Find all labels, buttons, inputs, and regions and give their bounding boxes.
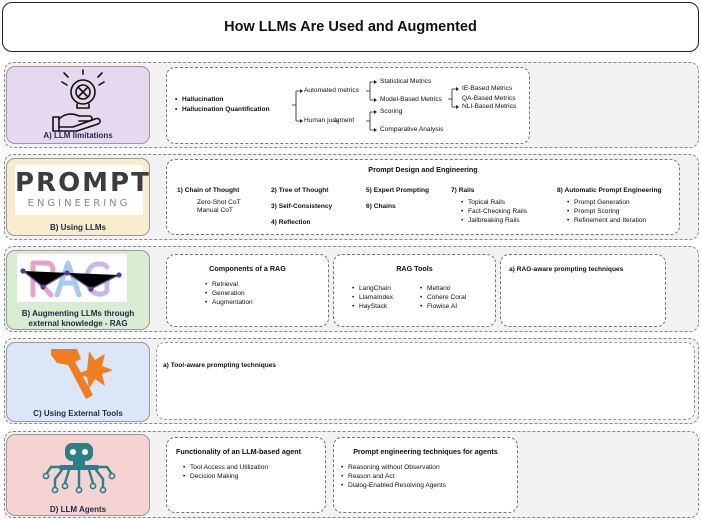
tool-meltano: Meltano bbox=[420, 285, 451, 293]
reflection: 4) Reflection bbox=[271, 219, 311, 226]
agent-func-tool-access: Tool Access and Utilization bbox=[183, 464, 268, 472]
model-based-metrics: Model-Based Metrics bbox=[380, 96, 442, 103]
box-prompt-design: Prompt Design and Engineering 1) Chain o… bbox=[166, 159, 680, 235]
rails-jailbreaking: Jailbreaking Rails bbox=[461, 217, 520, 225]
rails-topical: Topical Rails bbox=[461, 199, 505, 207]
agent-func-decision: Decision Making bbox=[183, 473, 238, 481]
card-label-rag-line2: external knowledge - RAG bbox=[28, 319, 128, 328]
chains: 6) Chains bbox=[366, 203, 396, 210]
auto-refinement: Refinement and Iteration bbox=[567, 217, 646, 225]
prompt-design-header: Prompt Design and Engineering bbox=[368, 165, 478, 174]
agent-tech-title: Prompt engineering techniques for agents bbox=[353, 447, 498, 456]
expert-prompting: 5) Expert Prompting bbox=[366, 187, 430, 194]
cot-manual: Manual CoT bbox=[197, 207, 233, 214]
cot-zero-shot: Zero-Shot CoT bbox=[197, 199, 241, 206]
agent-tech-react: Reason and Act bbox=[341, 473, 394, 481]
card-label-engineering: B) Using LLMs bbox=[50, 223, 106, 232]
box-agent-techniques: Prompt engineering techniques for agents… bbox=[333, 437, 518, 513]
tool-llamaindex: LlamaIndex bbox=[352, 294, 393, 302]
card-engineering: PROMPT ENGINEERING B) Using LLMs bbox=[6, 158, 150, 236]
rails: 7) Rails bbox=[451, 187, 475, 194]
box-rag-prompting: a) RAG-aware prompting techniques bbox=[500, 254, 666, 327]
rag-prompting-label: a) RAG-aware prompting techniques bbox=[509, 266, 624, 273]
rag-tools-title: RAG Tools bbox=[396, 264, 433, 273]
item-hallucination-quantification: Hallucination Quantification bbox=[175, 106, 270, 114]
tool-langchain: LangChain bbox=[352, 285, 391, 293]
tot: 2) Tree of Thought bbox=[271, 187, 329, 194]
human-judgment: Human judgment bbox=[304, 117, 355, 124]
page-title: How LLMs Are Used and Augmented bbox=[2, 2, 699, 52]
auto-generation: Prompt Generation bbox=[567, 199, 630, 207]
box-agent-functionality: Functionality of an LLM-based agent Tool… bbox=[166, 437, 326, 513]
card-limitations: A) LLM limitations bbox=[6, 66, 150, 144]
tool-flowise-ai: Flowise AI bbox=[420, 303, 457, 311]
statistical-metrics: Statistical Metrics bbox=[380, 78, 432, 85]
tree-connectors bbox=[292, 80, 459, 132]
card-tools: C) Using External Tools bbox=[6, 342, 150, 422]
tool-prompting-label: a) Tool-aware prompting techniques bbox=[163, 362, 277, 369]
rag-icon bbox=[17, 254, 127, 302]
comparative-analysis: Comparative Analysis bbox=[380, 126, 444, 133]
automated-metrics: Automated metrics bbox=[304, 87, 359, 94]
rails-fact-checking: Fact-Checking Rails bbox=[461, 208, 527, 216]
tool-cohere-coral: Cohere Coral bbox=[420, 294, 466, 302]
self-consistency: 3) Self-Consistency bbox=[271, 203, 333, 210]
qa-based-metrics: QA-Based Metrics bbox=[462, 95, 516, 102]
rag-retrieval: Retrieval bbox=[205, 281, 238, 289]
scoring: Scoring bbox=[380, 108, 403, 115]
hallucination-icon bbox=[52, 69, 105, 132]
auto-scoring: Prompt Scoring bbox=[567, 208, 620, 216]
card-agents: D) LLM Agents bbox=[6, 434, 150, 516]
agent-func-title: Functionality of an LLM-based agent bbox=[176, 447, 301, 456]
ie-based-metrics: IE-Based Metrics bbox=[462, 85, 513, 92]
agent-tech-dera: Dialog-Enabled Resolving Agents bbox=[341, 482, 446, 490]
card-label-agents: D) LLM Agents bbox=[49, 505, 107, 514]
agent-tech-rewoo: Reasoning without Observation bbox=[341, 464, 440, 472]
item-hallucination: Hallucination bbox=[175, 96, 223, 104]
hammer-icon bbox=[51, 349, 113, 399]
card-rag: B) Augmenting LLMs through external know… bbox=[6, 250, 150, 330]
card-label-rag-line1: B) Augmenting LLMs through bbox=[21, 309, 135, 318]
tool-haystack: HayStack bbox=[352, 303, 387, 311]
card-label-limitations: A) LLM limitations bbox=[43, 131, 113, 140]
card-label-tools: C) Using External Tools bbox=[33, 409, 123, 418]
agent-octopus-icon bbox=[42, 443, 116, 494]
box-hallucination: Hallucination Hallucination Quantificati… bbox=[166, 67, 530, 144]
box-tool-prompting: a) Tool-aware prompting techniques bbox=[156, 342, 695, 420]
box-rag-components: Components of a RAG Retrieval Generation… bbox=[166, 254, 329, 327]
rag-generation: Generation bbox=[205, 290, 245, 298]
rag-components-title: Components of a RAG bbox=[209, 264, 286, 273]
auto-prompt-engineering: 8) Automatic Prompt Engineering bbox=[557, 187, 662, 194]
cot: 1) Chain of Thought bbox=[177, 187, 240, 194]
nli-based-metrics: NLI-Based Metrics bbox=[462, 103, 517, 110]
box-rag-tools: RAG Tools LangChain LlamaIndex HayStack … bbox=[333, 254, 496, 327]
prompt-engineering-logo: PROMPT ENGINEERING bbox=[15, 165, 149, 215]
rag-augmentation: Augmentation bbox=[205, 299, 253, 307]
